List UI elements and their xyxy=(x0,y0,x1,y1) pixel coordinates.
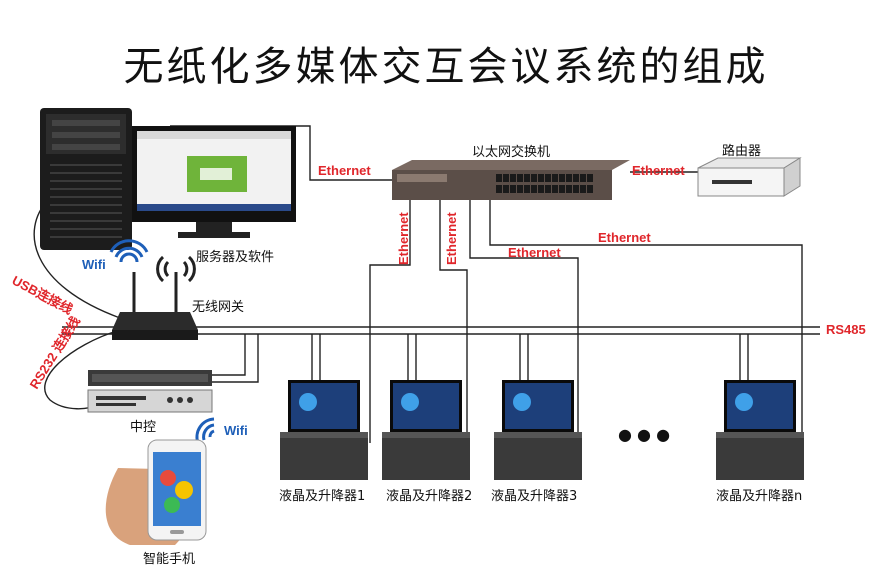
bus-controller-2 xyxy=(212,334,259,383)
server-monitor xyxy=(132,126,296,238)
phone-label: 智能手机 xyxy=(143,552,196,567)
rs485-label: RS485 xyxy=(826,322,866,337)
lcd-unit-1 xyxy=(280,380,368,480)
wifi-waves-controller xyxy=(195,417,215,444)
bus-controller-1 xyxy=(212,334,246,376)
diagram-title: 无纸化多媒体交互会议系统的组成 xyxy=(123,44,769,90)
ethernet-label-router: Ethernet xyxy=(632,163,685,178)
lcd-2-label: 液晶及升降器2 xyxy=(386,489,473,504)
wifi-label-controller: Wifi xyxy=(224,423,248,438)
ethernet-switch xyxy=(392,160,630,200)
lcd-3-label: 液晶及升降器3 xyxy=(491,489,578,504)
server-tower xyxy=(40,108,132,250)
signal-waves-gateway xyxy=(156,255,196,283)
switch-lcd3-line xyxy=(469,198,579,443)
ethernet-label-lcdn: Ethernet xyxy=(598,230,651,245)
lcd-unit-3 xyxy=(494,380,582,480)
ethernet-label-server: Ethernet xyxy=(318,163,371,178)
controller-label: 中控 xyxy=(130,420,157,435)
wifi-label-server: Wifi xyxy=(82,257,106,272)
lcd-unit-2 xyxy=(382,380,470,480)
switch-lcd1-line xyxy=(369,198,411,443)
ellipsis: ● ● ● xyxy=(618,425,671,444)
switch-lcdn-line xyxy=(489,198,803,443)
smartphone xyxy=(105,439,207,545)
lcd-unit-n xyxy=(716,380,804,480)
router-device xyxy=(697,157,802,197)
rs232-cable xyxy=(44,329,121,410)
ethernet-label-lcd3: Ethernet xyxy=(508,245,561,260)
wifi-waves-server xyxy=(109,239,149,263)
switch-lcd2-line xyxy=(439,198,468,443)
gateway-label: 无线网关 xyxy=(192,300,245,315)
switch-label: 以太网交换机 xyxy=(472,145,551,160)
router-label: 路由器 xyxy=(722,144,762,159)
central-controller-device xyxy=(87,370,213,413)
ethernet-label-lcd1: Ethernet xyxy=(396,212,411,265)
ethernet-label-lcd2: Ethernet xyxy=(444,212,459,265)
usb-cable xyxy=(33,199,121,319)
wireless-gateway xyxy=(112,272,198,340)
lcd-n-label: 液晶及升降器n xyxy=(716,489,803,504)
lcd-1-label: 液晶及升降器1 xyxy=(279,489,366,504)
server-label: 服务器及软件 xyxy=(196,250,275,265)
